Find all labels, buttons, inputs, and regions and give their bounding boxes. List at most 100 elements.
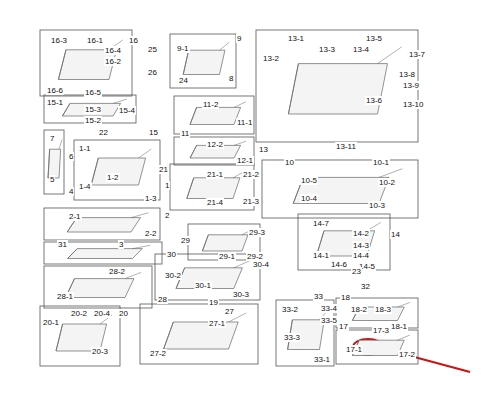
callout-number: 14-3 [352,241,370,250]
callout-number: 30-4 [252,260,270,269]
part-group-frame [40,30,132,96]
callout-number: 18 [340,293,351,302]
callout-number: 16-5 [84,88,102,97]
callout-number: 33 [313,292,324,301]
callout-number: 10-5 [300,176,318,185]
callout-number: 9-1 [176,44,190,53]
callout-number: 10-1 [372,158,390,167]
part-group-frame [256,30,418,142]
callout-number: 30-2 [164,271,182,280]
callout-number: 21-2 [242,170,260,179]
leader-line [379,169,402,178]
callout-number: 13-9 [402,81,420,90]
callout-number: 16 [128,36,139,45]
callout-number: 16-6 [46,86,64,95]
callout-number: 30 [166,250,177,259]
callout-number: 21 [158,165,169,174]
part-outline [190,107,241,124]
callout-number: 17-2 [398,350,416,359]
callout-number: 10-4 [300,194,318,203]
callout-number: 13-5 [365,34,383,43]
callout-number: 13-8 [398,70,416,79]
part-outline [187,178,240,199]
callout-number: 2 [164,211,170,220]
callout-number: 14-2 [352,229,370,238]
part-outline [48,149,61,178]
part-outline [91,158,145,185]
callout-number: 13 [258,145,269,154]
part-group-frame [74,140,160,200]
callout-number: 11 [180,129,190,138]
callout-number: 32 [360,282,371,291]
leader-line [125,272,141,278]
callout-number: 13-11 [335,142,357,151]
callout-number: 28 [157,295,168,304]
callout-number: 1-3 [144,194,158,203]
part-group-frame [44,208,160,240]
leader-line [398,335,410,340]
callout-number: 16-4 [104,46,122,55]
part-outline [288,64,387,114]
callout-number: 13-6 [365,96,383,105]
callout-number: 15-3 [84,105,102,114]
callout-number: 33-4 [320,304,338,313]
callout-number: 8 [228,74,234,83]
callout-number: 33-5 [320,316,338,325]
callout-number: 28-1 [56,292,74,301]
callout-number: 16-3 [50,36,68,45]
callout-number: 15-4 [118,106,136,115]
callout-number: 12-1 [236,156,254,165]
leader-line [234,261,250,268]
callout-number: 15-2 [84,116,102,125]
callout-number: 6 [68,152,74,161]
leader-line [131,213,148,218]
part-outline [183,50,225,74]
callout-number: 13-1 [287,34,305,43]
part-outline [66,279,134,298]
callout-number: 26 [147,68,158,77]
callout-number: 10-2 [378,178,396,187]
callout-number: 27-2 [149,349,167,358]
callout-number: 16-2 [104,57,122,66]
callout-number: 15-1 [46,98,64,107]
part-group-frame [155,254,260,300]
callout-number: 10 [284,158,295,167]
callout-number: 33-1 [313,355,331,364]
part-group-frame [40,306,120,366]
callout-number: 30-3 [232,290,250,299]
callout-number: 11-1 [236,118,253,127]
highlight-arrow [392,351,470,372]
callout-number: 7 [49,134,55,143]
leader-line [378,47,402,64]
callout-number: 13-10 [402,100,424,109]
callout-number: 2-2 [144,229,158,238]
callout-number: 20 [118,309,129,318]
callout-number: 13-4 [352,45,370,54]
part-group-frame [298,214,390,270]
callout-number: 31 [57,240,68,249]
callout-number: 30-1 [194,281,212,290]
part-group-frame [140,304,258,364]
leader-line [139,149,152,158]
leader-line [398,303,410,308]
callout-number: 33-3 [283,333,301,342]
part-outline [62,103,120,116]
callout-number: 22 [98,128,109,137]
callout-number: 1-4 [78,182,92,191]
callout-number: 29-1 [218,252,236,261]
callout-number: 17 [338,322,349,331]
callout-number: 14-4 [352,251,370,260]
callout-number: 3 [118,240,124,249]
callout-number: 14-1 [312,251,330,260]
callout-number: 19 [208,298,219,307]
callout-number: 27 [224,307,235,316]
part-group-frame [44,130,64,194]
callout-number: 2-1 [68,212,82,221]
leader-line [234,141,246,145]
callout-number: 13-7 [408,50,426,59]
part-group-frame [170,34,236,88]
leader-line [234,102,246,108]
callout-number: 16-1 [86,36,104,45]
callout-number: 20-1 [42,318,60,327]
